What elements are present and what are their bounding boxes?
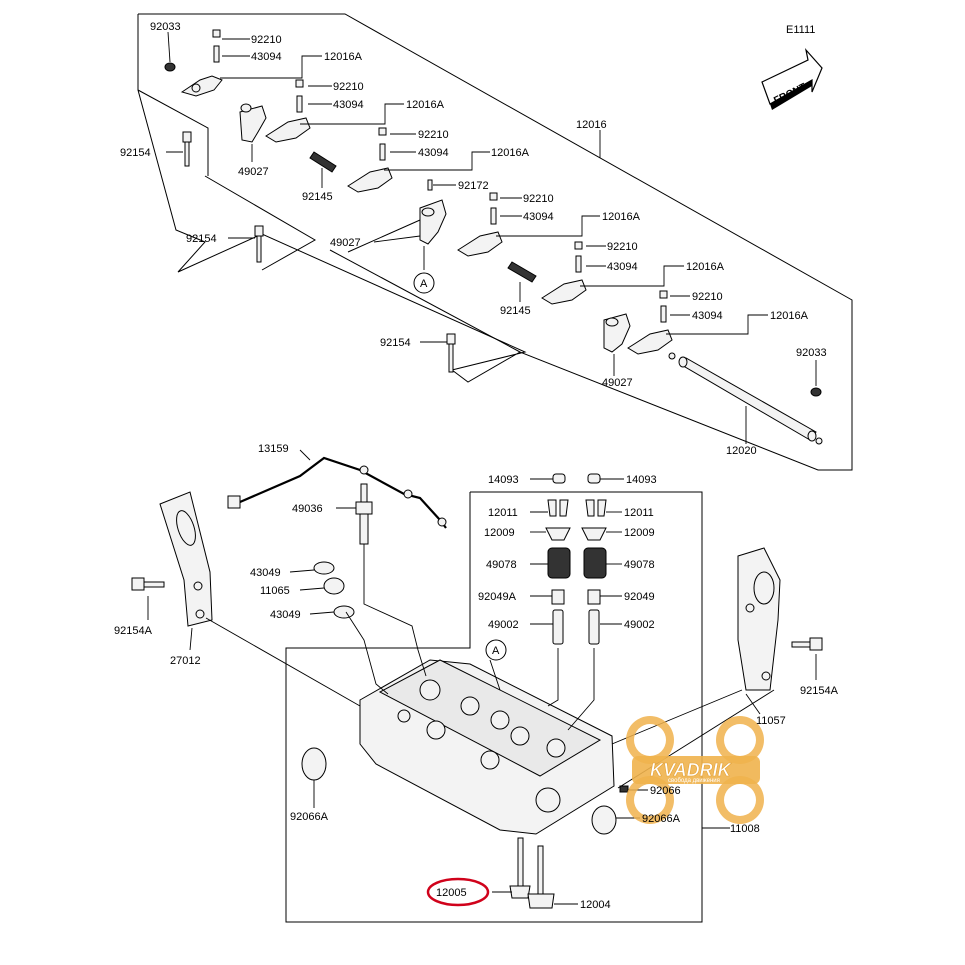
label-92210: 92210 — [251, 34, 282, 46]
label-92210: 92210 — [418, 129, 449, 141]
plug-icon — [301, 747, 327, 781]
label-43049: 43049 — [270, 609, 301, 621]
label-27012: 27012 — [170, 655, 201, 667]
label-14093: 14093 — [488, 474, 519, 486]
label-43094: 43094 — [523, 211, 554, 223]
highlight-ring — [426, 877, 490, 907]
rocker-leader-lines — [166, 31, 817, 444]
kvadrik-watermark: KVADRIK свобода движения — [626, 716, 764, 824]
label-92066: 92066 — [650, 785, 681, 797]
label-11065: 11065 — [260, 585, 290, 597]
label-13159: 13159 — [258, 443, 289, 455]
label-12016A: 12016A — [324, 51, 363, 63]
label-12011: 12011 — [624, 507, 654, 519]
label-43094: 43094 — [607, 261, 638, 273]
label-49002: 49002 — [488, 619, 519, 631]
label-49078: 49078 — [486, 559, 517, 571]
reference-marker-a: A — [413, 272, 435, 294]
head-parts — [131, 456, 823, 909]
rear-bracket-icon — [737, 547, 781, 691]
label-43094: 43094 — [251, 51, 282, 63]
label-92210: 92210 — [523, 193, 554, 205]
svg-text:A: A — [492, 645, 500, 657]
glow-plug-lead-icon — [227, 456, 447, 529]
label-92066A: 92066A — [290, 811, 329, 823]
cylinder-head-icon — [359, 659, 615, 835]
lifting-bracket-icon — [159, 491, 213, 627]
label-92210: 92210 — [333, 81, 364, 93]
valve-spring-icon — [547, 547, 607, 579]
label-92154A: 92154A — [800, 685, 839, 697]
reference-marker-a-lower: A — [485, 639, 507, 661]
rocker-shaft-icon — [678, 356, 817, 442]
rocker-arm-icon — [180, 75, 223, 97]
valve-icon — [509, 837, 555, 909]
label-49027: 49027 — [602, 377, 633, 389]
label-11057: 11057 — [756, 715, 786, 727]
label-92154: 92154 — [120, 147, 151, 159]
label-43094: 43094 — [692, 310, 723, 322]
watermark-tagline: свобода движения — [668, 778, 720, 784]
svg-text:A: A — [420, 278, 428, 290]
label-12009: 12009 — [484, 527, 515, 539]
label-92210: 92210 — [692, 291, 723, 303]
label-11008: 11008 — [730, 823, 760, 835]
rocker-bracket-icon — [239, 103, 267, 143]
label-12016A: 12016A — [491, 147, 530, 159]
label-12016A: 12016A — [770, 310, 809, 322]
label-12016: 12016 — [576, 119, 607, 131]
label-12004: 12004 — [580, 899, 611, 911]
label-12016A: 12016A — [406, 99, 445, 111]
label-43094: 43094 — [418, 147, 449, 159]
bolt-icon — [182, 131, 192, 167]
label-92049A: 92049A — [478, 591, 517, 603]
snap-ring-icon — [164, 62, 176, 72]
label-43049: 43049 — [250, 567, 281, 579]
label-49027: 49027 — [330, 237, 361, 249]
label-92049: 92049 — [624, 591, 655, 603]
label-49002: 49002 — [624, 619, 655, 631]
part-labels: 92033 92210 43094 12016A 92210 43094 120… — [114, 21, 839, 911]
label-12005: 12005 — [436, 887, 467, 899]
watermark-brand: KVADRIK — [650, 760, 733, 780]
rocker-spring-icon — [309, 151, 337, 173]
label-92145: 92145 — [500, 305, 531, 317]
label-92210: 92210 — [607, 241, 638, 253]
label-92066A: 92066A — [642, 813, 681, 825]
rocker-parts — [164, 29, 823, 445]
label-12016A: 12016A — [686, 261, 725, 273]
label-49036: 49036 — [292, 503, 323, 515]
label-92145: 92145 — [302, 191, 333, 203]
label-92033: 92033 — [796, 347, 827, 359]
label-12011: 12011 — [488, 507, 518, 519]
head-leader-lines — [147, 449, 817, 905]
label-12009: 12009 — [624, 527, 655, 539]
glow-plug-icon — [355, 483, 373, 545]
label-92154: 92154 — [380, 337, 411, 349]
label-92154: 92154 — [186, 233, 217, 245]
label-12020: 12020 — [726, 445, 757, 457]
label-92172: 92172 — [458, 180, 489, 192]
diagram-code: E1111 — [786, 24, 815, 36]
label-43094: 43094 — [333, 99, 364, 111]
label-14093: 14093 — [626, 474, 657, 486]
label-12016A: 12016A — [602, 211, 641, 223]
label-92033: 92033 — [150, 21, 181, 33]
front-arrow-icon: FRONT — [761, 47, 823, 110]
label-49078: 49078 — [624, 559, 655, 571]
label-92154A: 92154A — [114, 625, 153, 637]
head-assembly-frame — [285, 491, 730, 923]
label-49027: 49027 — [238, 166, 269, 178]
